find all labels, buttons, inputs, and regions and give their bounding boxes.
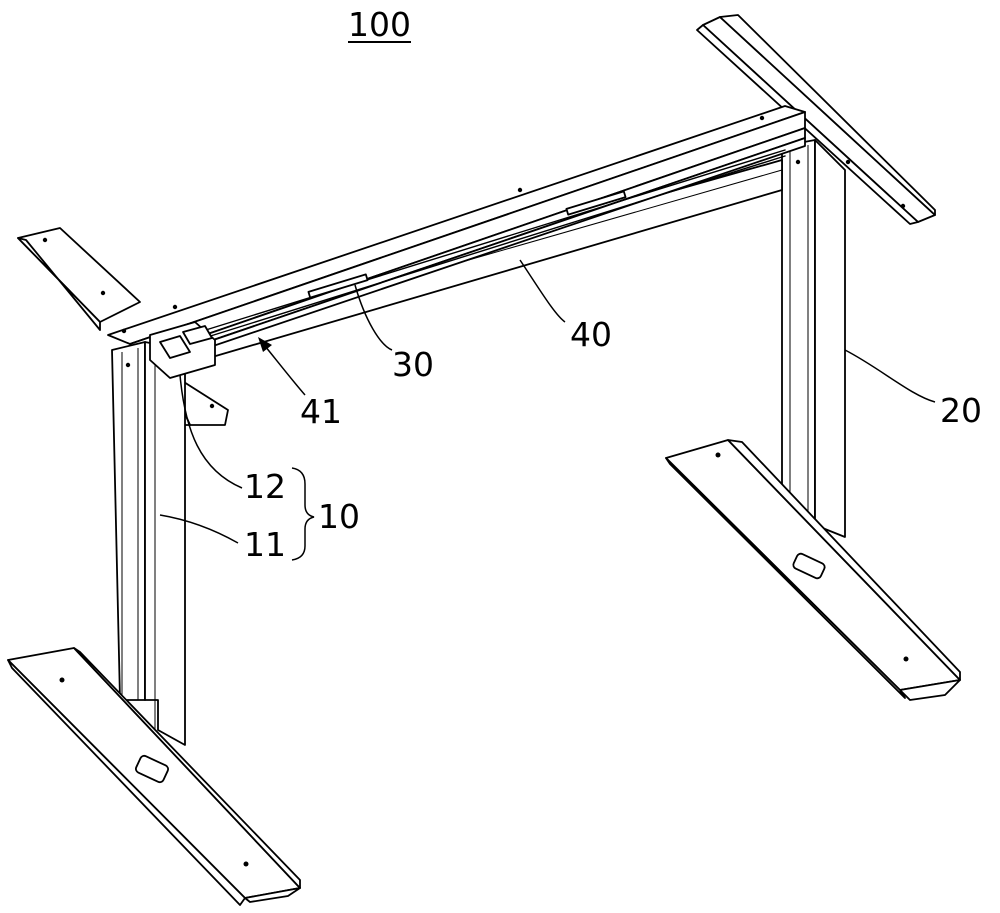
left-foot bbox=[7, 647, 301, 906]
label-41: 41 bbox=[300, 392, 342, 431]
right-leg-20 bbox=[781, 139, 846, 538]
leader-lines bbox=[159, 259, 936, 561]
right-top-arm bbox=[696, 14, 936, 225]
top-beam bbox=[107, 105, 806, 371]
label-11: 11 bbox=[244, 525, 286, 564]
lower-beam-40 bbox=[179, 159, 783, 366]
label-10: 10 bbox=[318, 497, 360, 536]
label-12: 12 bbox=[244, 467, 286, 506]
label-30: 30 bbox=[392, 345, 434, 384]
label-20: 20 bbox=[940, 391, 982, 430]
left-leg-10 bbox=[111, 321, 216, 746]
label-40: 40 bbox=[570, 315, 612, 354]
right-foot bbox=[665, 439, 961, 701]
figure-title: 100 bbox=[348, 5, 411, 44]
